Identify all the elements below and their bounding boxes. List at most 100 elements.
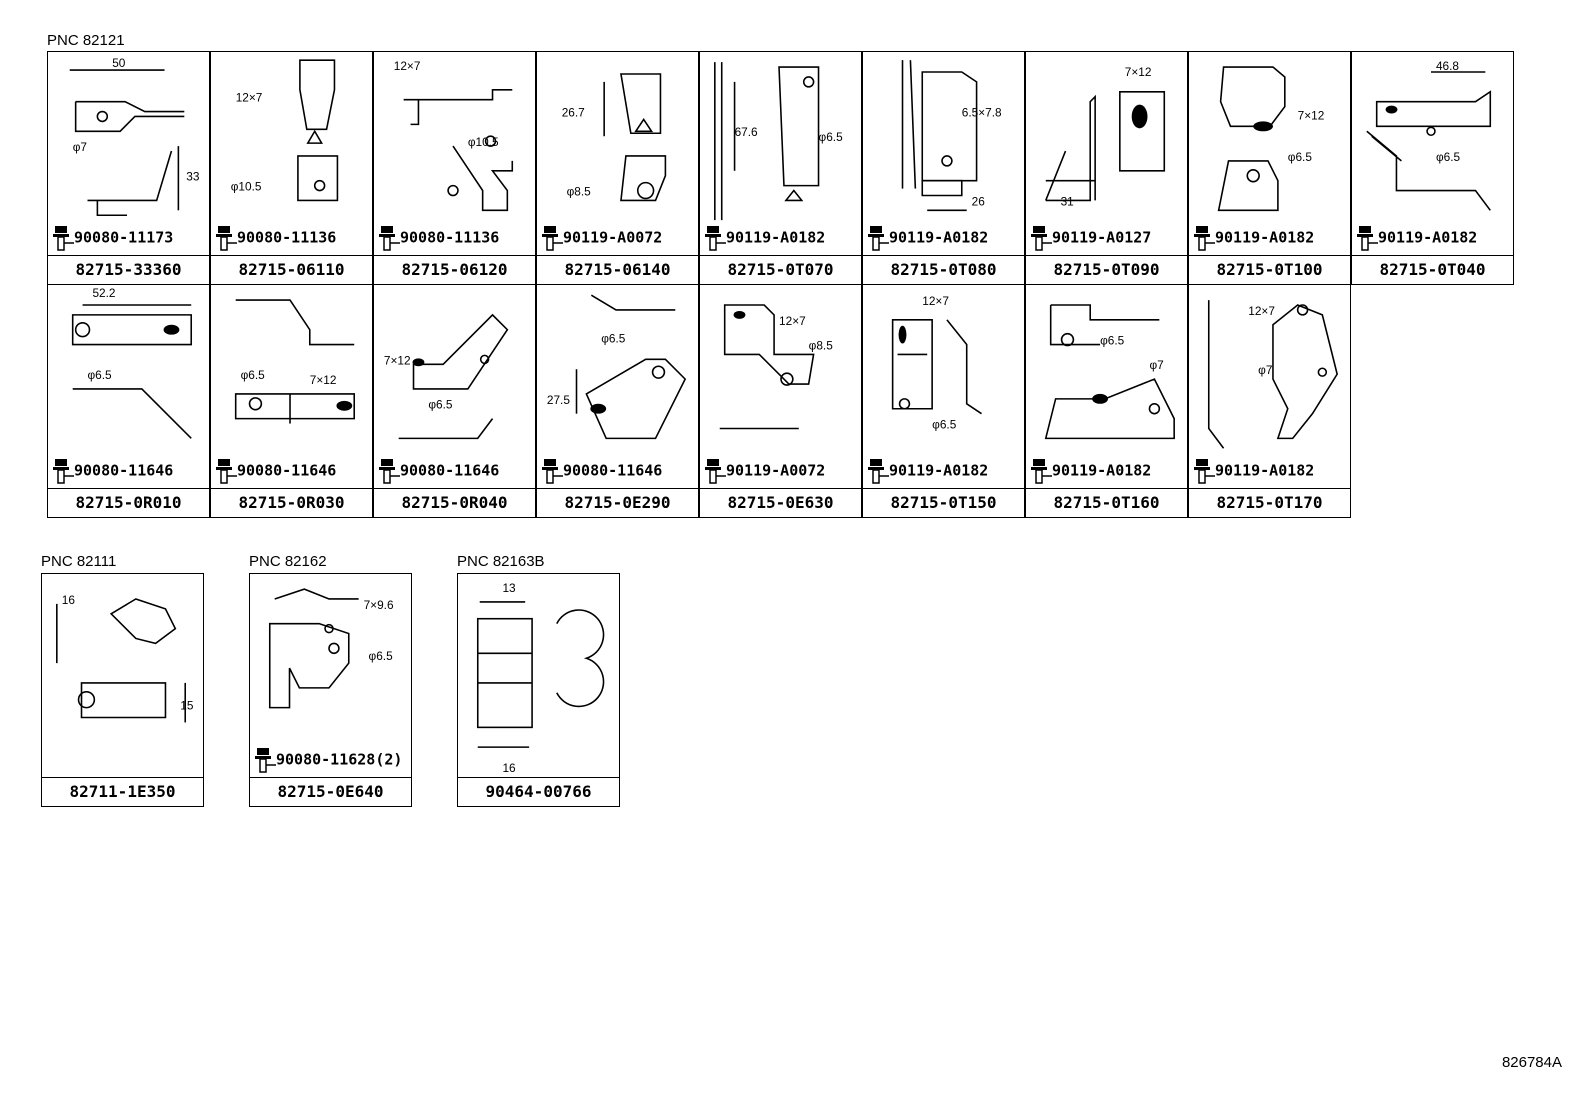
part-number[interactable]: 82715-06140 — [537, 255, 698, 284]
part-number[interactable]: 82715-0T090 — [1026, 255, 1187, 284]
part-number[interactable]: 82715-0T070 — [700, 255, 861, 284]
bolt-callout: 90080-11646 — [215, 457, 336, 485]
dimension-label: 7×12 — [1298, 108, 1325, 122]
diagram-reference: 826784A — [1501, 1054, 1562, 1071]
part-sketch: 26.7φ8.5 — [562, 73, 667, 202]
dimension-label: 33 — [186, 170, 200, 184]
part-sketch: 52.2 φ6.5 — [71, 286, 193, 439]
bolt-icon — [53, 226, 74, 251]
part-number[interactable]: 82715-0T170 — [1189, 488, 1350, 517]
dimension-label: 16 — [62, 593, 76, 607]
part-drawing: 13 16 — [458, 574, 619, 778]
bolt-part-number: 90080-11646 — [563, 461, 663, 480]
bolt-part-number: 90119-A0182 — [726, 228, 826, 247]
bolt-icon — [705, 226, 726, 251]
dimension-label: 26 — [972, 194, 986, 208]
dimension-label: φ8.5 — [567, 184, 592, 198]
part-sketch: 12×7φ8.5 — [719, 304, 833, 430]
bolt-part-number: 90119-A0182 — [1378, 228, 1478, 247]
bolt-icon — [705, 459, 726, 484]
bolt-icon — [53, 459, 74, 484]
dimension-label: φ6.5 — [1100, 334, 1125, 348]
bolt-callout: 90119-A0182 — [704, 224, 825, 252]
bolt-icon — [255, 748, 276, 773]
part-number[interactable]: 82715-0T080 — [863, 255, 1024, 284]
part-sketch: 13 16 — [476, 581, 605, 775]
part-number[interactable]: 82715-06120 — [374, 255, 535, 284]
bolt-icon — [868, 226, 889, 251]
part-number[interactable]: 82715-0T160 — [1026, 488, 1187, 517]
dimension-label: 16 — [502, 761, 516, 775]
part-number[interactable]: 82715-0R040 — [374, 488, 535, 517]
dimension-label: φ6.5 — [88, 368, 113, 382]
bolt-part-number: 90119-A0182 — [889, 461, 989, 480]
dimension-label: 12×7 — [236, 91, 263, 105]
bolt-part-number: 90119-A0182 — [1215, 461, 1315, 480]
bolt-callout: 90119-A0182 — [1356, 224, 1477, 252]
part-number[interactable]: 82715-0T040 — [1352, 255, 1513, 284]
dimension-label: 31 — [1061, 194, 1075, 208]
bolt-icon — [1194, 459, 1215, 484]
bolt-part-number: 90119-A0072 — [726, 461, 826, 480]
part-number[interactable]: 82715-0T150 — [863, 488, 1024, 517]
part-number[interactable]: 82711-1E350 — [42, 777, 203, 806]
bolt-callout: 90119-A0182 — [867, 457, 988, 485]
group-label-82163b: PNC 82163B — [457, 553, 545, 570]
dimension-label: φ10.5 — [468, 135, 499, 149]
bolt-callout: 90119-A0072 — [541, 224, 662, 252]
part-number[interactable]: 82715-0R030 — [211, 488, 372, 517]
part-number[interactable]: 82715-33360 — [48, 255, 209, 284]
dimension-label: 27.5 — [547, 393, 570, 407]
dimension-label: φ6.5 — [932, 417, 957, 431]
part-sketch: φ6.5φ7 — [1044, 304, 1175, 440]
part-sketch: 12×7φ7 — [1207, 300, 1339, 449]
bolt-icon — [1357, 226, 1378, 251]
part-number[interactable]: 82715-06110 — [211, 255, 372, 284]
bolt-icon — [1031, 226, 1052, 251]
bolt-callout: 90080-11173 — [52, 224, 173, 252]
bolt-callout: 90080-11628(2) — [254, 746, 402, 774]
part-sketch: φ6.527.5 — [547, 294, 687, 440]
bolt-callout: 90119-A0182 — [1030, 457, 1151, 485]
part-number[interactable]: 82715-0R010 — [48, 488, 209, 517]
part-cell: 13 16 90464-00766 — [457, 573, 620, 807]
part-number[interactable]: 82715-0T100 — [1189, 255, 1350, 284]
part-number[interactable]: 82715-0E640 — [250, 777, 411, 806]
group-label-82111: PNC 82111 — [41, 553, 117, 570]
part-number[interactable]: 90464-00766 — [458, 777, 619, 806]
dimension-label: 52.2 — [92, 286, 115, 300]
part-cell: 52.2 φ6.5 90080-11646 82715-0R010 — [47, 284, 210, 518]
part-number[interactable]: 82715-0E630 — [700, 488, 861, 517]
bolt-part-number: 90119-A0127 — [1052, 228, 1152, 247]
bolt-part-number: 90080-11646 — [400, 461, 500, 480]
dimension-label: 50 — [112, 56, 126, 70]
bolt-callout: 90080-11646 — [52, 457, 173, 485]
bolt-icon — [542, 226, 563, 251]
dimension-label: 13 — [502, 581, 516, 595]
bolt-callout: 90119-A0182 — [1193, 224, 1314, 252]
dimension-label: 7×12 — [384, 353, 411, 367]
group-label-82162: PNC 82162 — [249, 553, 327, 570]
part-number[interactable]: 82715-0E290 — [537, 488, 698, 517]
